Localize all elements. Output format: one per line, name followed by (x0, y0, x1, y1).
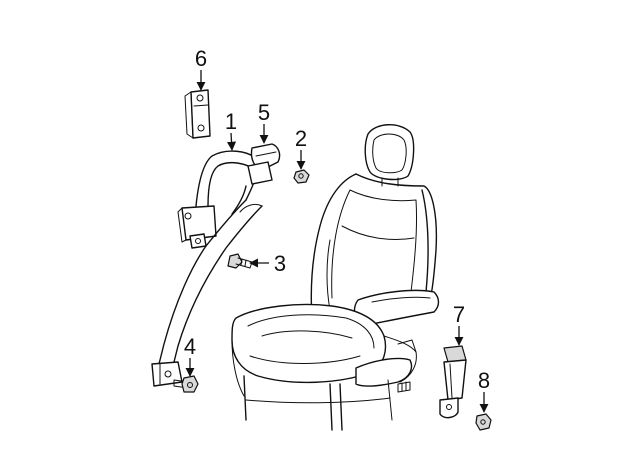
callout-2: 2 (295, 126, 307, 151)
callout-8: 8 (478, 368, 490, 393)
callout-5: 5 (258, 100, 270, 125)
part-2-nut (293, 169, 310, 184)
callout-4: 4 (184, 334, 196, 359)
leader-arrows (185, 70, 489, 413)
part-1-belt-retractor (151, 150, 263, 387)
part-5-d-ring (247, 143, 281, 185)
callout-1: 1 (225, 109, 237, 134)
seat (231, 124, 440, 431)
part-7-buckle (439, 345, 467, 419)
callout-3: 3 (274, 251, 286, 276)
part-6-bracket (184, 89, 211, 139)
part-3-bolt (227, 253, 253, 269)
callout-6: 6 (195, 46, 207, 71)
part-8-nut (475, 413, 492, 431)
callout-7: 7 (453, 302, 465, 327)
